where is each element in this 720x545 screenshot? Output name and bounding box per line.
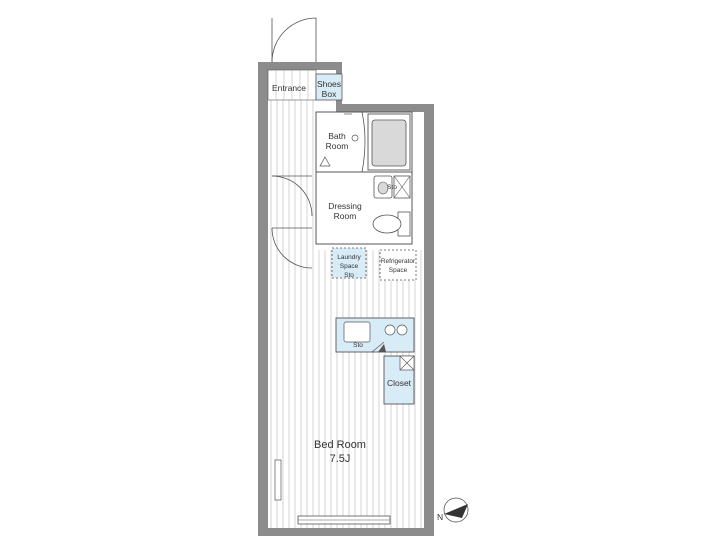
bed-room-size: 7.5J (330, 453, 351, 465)
refrigerator-space (379, 249, 417, 281)
bed-room-window (297, 515, 391, 525)
shoes-box-label-line1: Shoes (317, 79, 341, 89)
compass (443, 497, 469, 523)
closet-label: Closet (387, 378, 412, 388)
bath-room-label-line1: Bath (328, 131, 346, 141)
laundry-space-label-line2: Space (340, 263, 359, 270)
laundry-storage-tag: Sto (344, 272, 354, 279)
corridor-floor (268, 100, 316, 250)
compass-letter: N (437, 512, 443, 522)
front-door (271, 17, 317, 63)
entrance-label: Entrance (272, 83, 306, 93)
bath-room (315, 111, 413, 173)
dressing-room-label-line1: Dressing (328, 201, 362, 211)
room-labels: Entrance Shoes Box Bath Room Dressing Ro… (272, 79, 443, 522)
kitchen-counter (335, 317, 415, 353)
shoes-box (315, 73, 343, 101)
refrigerator-space-label-line1: Refrigerator (381, 258, 416, 265)
closet (383, 355, 415, 405)
shoes-box-label-line2: Box (322, 89, 337, 99)
laundry-space (331, 247, 367, 279)
side-window (274, 459, 282, 501)
entrance-area (267, 69, 317, 101)
bed-room-label: Bed Room (314, 439, 366, 451)
corridor-doors (271, 175, 313, 269)
dressing-room-label-line2: Room (334, 211, 357, 221)
refrigerator-space-label-line2: Space (389, 267, 408, 274)
kitchen-storage-tag: Sto (353, 342, 363, 349)
dressing-storage-tag: Sto (387, 184, 397, 191)
laundry-space-label-line1: Laundry (337, 254, 361, 261)
dressing-room (315, 171, 413, 245)
bath-room-label-line2: Room (326, 141, 349, 151)
